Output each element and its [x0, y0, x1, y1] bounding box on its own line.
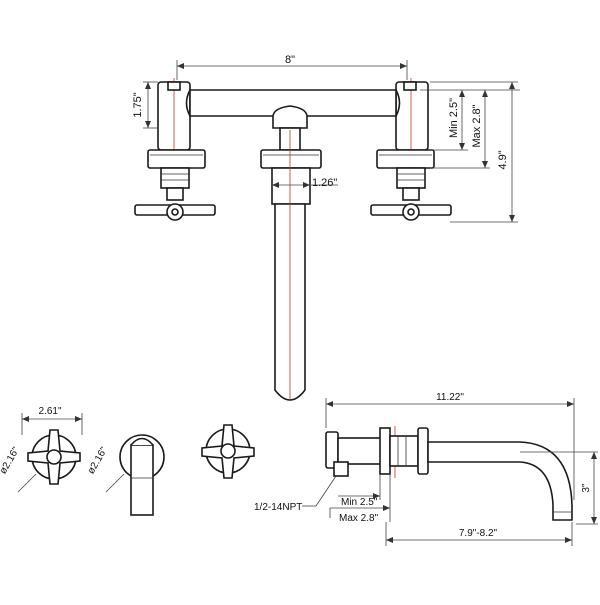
- dim-handle-span: 2.61": [21, 406, 83, 435]
- dim-handle-height: 1.75": [132, 81, 158, 129]
- dim-overall-length-label: 11.22": [436, 392, 464, 403]
- dim-spout-width: 1.26": [272, 177, 338, 189]
- thread-leader: 1/2-14NPT: [254, 475, 337, 513]
- dim-spout-spread: 8": [176, 54, 408, 80]
- bridge-bar: [185, 89, 401, 117]
- dim-spout-plate-dia: ø2.16": [86, 445, 125, 493]
- dim-spout-plate-dia-label: ø2.16": [86, 445, 110, 476]
- dim-spout-width-label: 1.26": [312, 177, 337, 189]
- dim-overall-height: 4.9": [430, 81, 518, 223]
- wall-valve-body: [325, 426, 429, 478]
- plan-view: 2.61" ø2.16" ø2.16": [0, 406, 255, 516]
- dim-max-depth-side-label: Max 2.8": [339, 513, 379, 524]
- right-handle-valve: [370, 78, 452, 221]
- dim-spout-spread-label: 8": [285, 54, 295, 66]
- side-view: 11.22" 3": [254, 392, 598, 546]
- dim-spout-reach: 7.9"-8.2": [385, 522, 573, 546]
- dim-spout-reach-label: 7.9"-8.2": [459, 528, 498, 539]
- dim-handle-height-label: 1.75": [132, 92, 144, 117]
- center-spout: [260, 105, 322, 401]
- dim-max-depth-top-label: Max 2.8": [471, 104, 483, 147]
- thread-spec-label: 1/2-14NPT: [254, 502, 302, 513]
- dim-max-depth-top: Max 2.8": [420, 89, 520, 169]
- dim-spout-drop: 3": [520, 451, 598, 525]
- dim-spout-drop-label: 3": [581, 483, 592, 493]
- dim-overall-height-label: 4.9": [497, 150, 509, 169]
- right-handle-plan: [201, 424, 255, 479]
- dim-overall-length: 11.22": [325, 392, 575, 500]
- dim-min-depth-side-label: Min 2.5": [341, 497, 378, 508]
- spout-plan: [119, 434, 165, 516]
- left-handle-plan: [27, 429, 81, 485]
- dim-max-depth-side: Max 2.8": [329, 474, 391, 524]
- dim-handle-span-label: 2.61": [38, 406, 61, 417]
- front-elevation-view: 8": [132, 54, 520, 401]
- side-spout: [427, 441, 573, 521]
- dim-min-depth-top-label: Min 2.5": [448, 98, 460, 138]
- dim-min-depth-side: Min 2.5": [338, 474, 381, 508]
- dim-min-depth-top: Min 2.5": [430, 90, 468, 151]
- dim-handle-plate-dia-label: ø2.16": [0, 445, 22, 476]
